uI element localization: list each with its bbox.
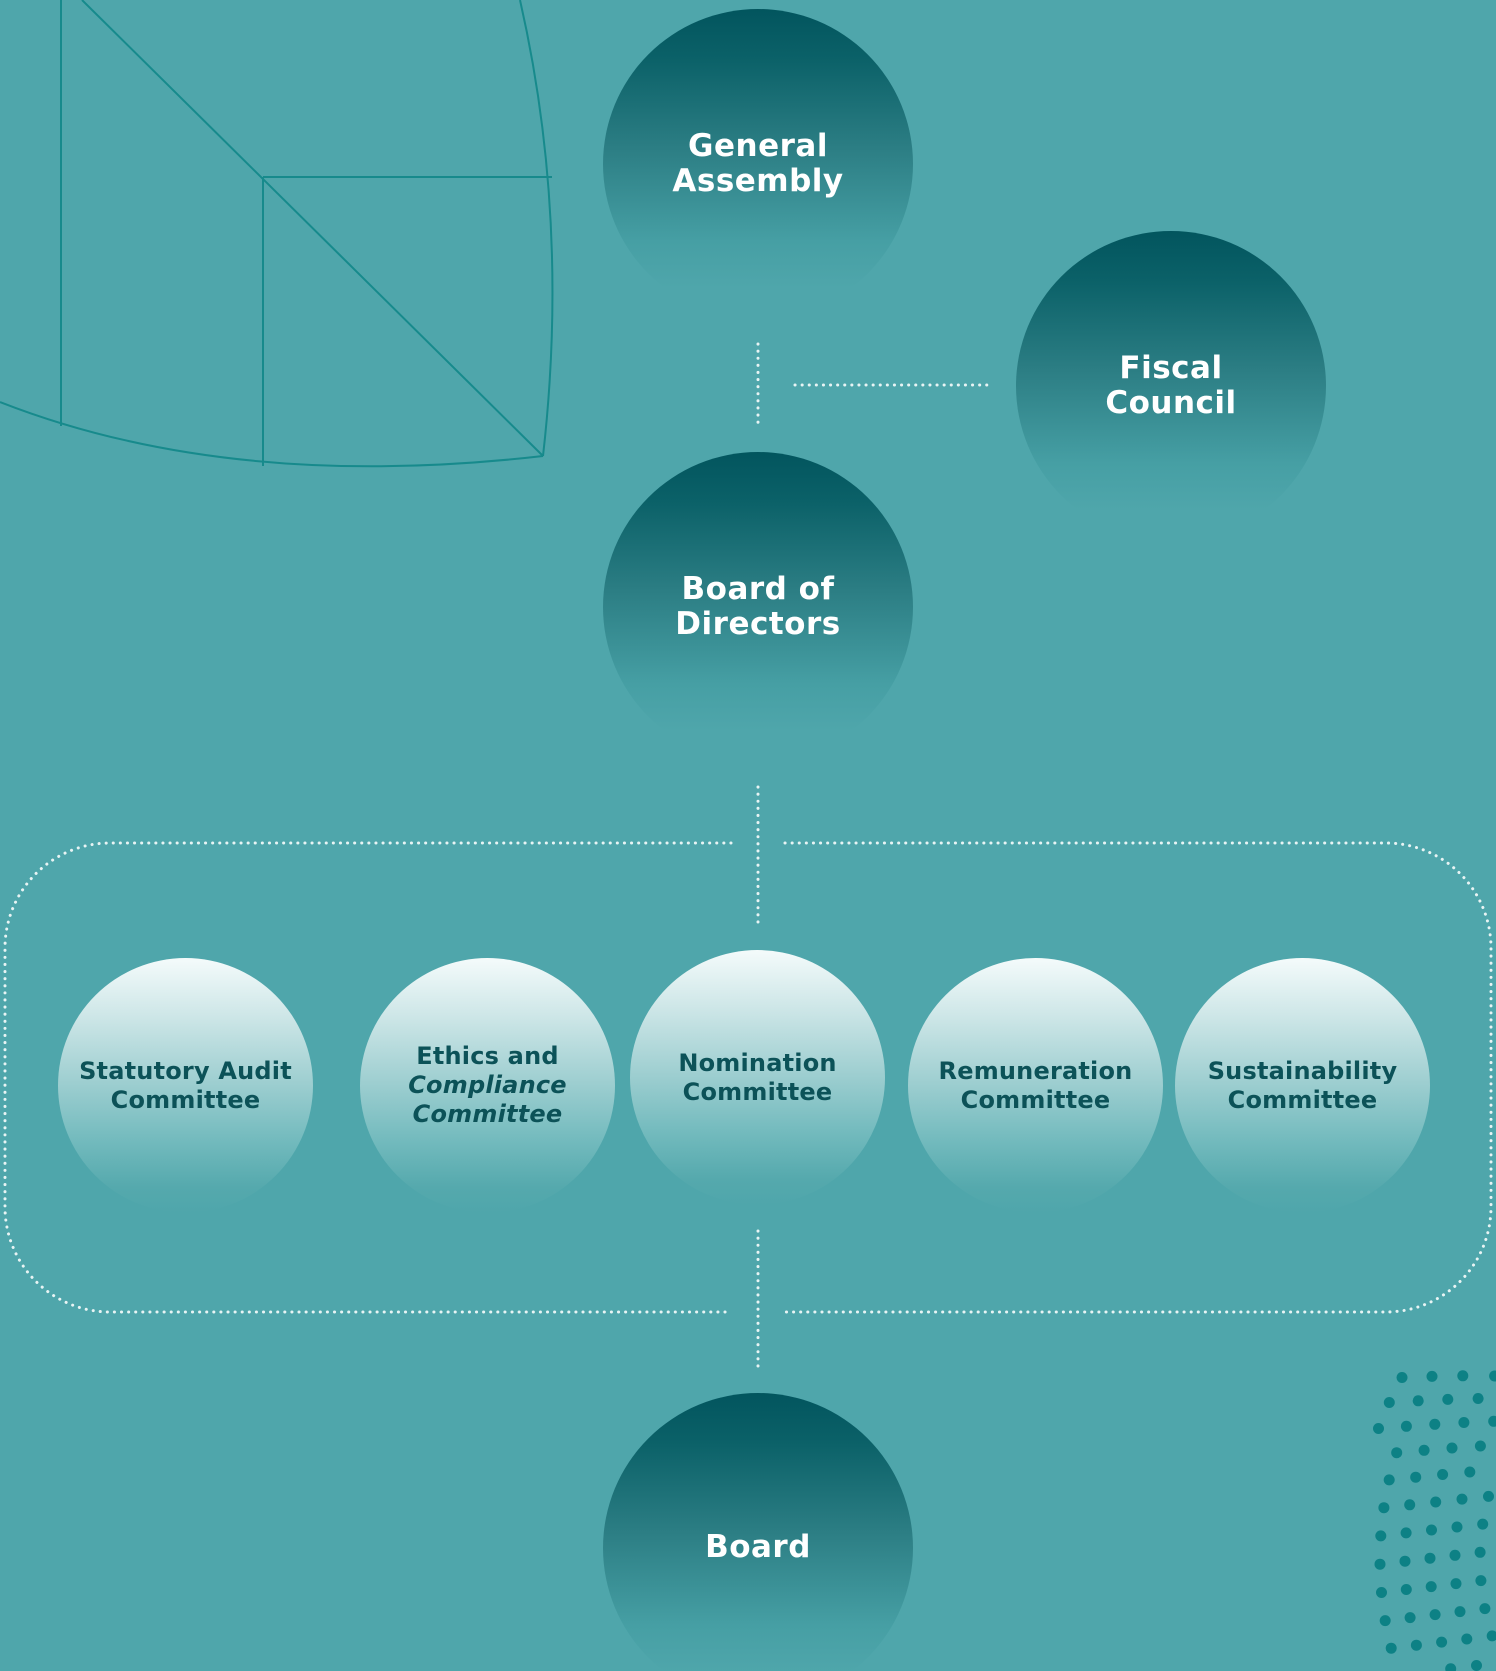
decorative-dot: [1442, 1393, 1454, 1405]
decorative-dot: [1488, 1415, 1496, 1427]
node-fiscal-council-label-line2: Council: [1105, 385, 1237, 421]
decorative-dot: [1400, 1527, 1412, 1539]
committee-ethics-line2: Compliance: [408, 1071, 567, 1099]
decorative-dot: [1418, 1444, 1430, 1456]
committee-ethics-and-compliance: Ethics and Compliance Committee: [360, 958, 615, 1213]
decorative-line-art: [0, 0, 554, 468]
decorative-dot: [1464, 1466, 1476, 1478]
decorative-dot: [1472, 1393, 1484, 1404]
node-general-assembly-label-line2: Assembly: [672, 163, 844, 199]
decorative-dot: [1400, 1420, 1412, 1432]
decorative-dot: [1378, 1502, 1390, 1514]
decorative-dot: [1451, 1521, 1463, 1533]
decorative-dot: [1489, 1370, 1496, 1382]
decorative-dot: [1383, 1474, 1395, 1486]
committee-group-border-left: [3, 841, 733, 1314]
connector-lines: [3, 342, 1493, 1370]
node-board-of-directors: Board of Directors: [603, 452, 913, 762]
decorative-dot: [1404, 1612, 1416, 1624]
committee-remuneration-line1: Remuneration: [938, 1056, 1133, 1085]
decorative-dot: [1475, 1575, 1487, 1587]
node-fiscal-council-label-line1: Fiscal: [1119, 350, 1223, 386]
decorative-dot: [1450, 1578, 1462, 1590]
decorative-dot: [1383, 1397, 1395, 1408]
node-general-assembly: General Assembly: [603, 9, 913, 319]
committee-nomination: Nomination Committee: [630, 950, 885, 1205]
node-board-label: Board: [705, 1528, 811, 1565]
decorative-dot: [1474, 1546, 1486, 1558]
decorative-dot: [1424, 1552, 1436, 1564]
decorative-dot: [1461, 1633, 1473, 1645]
committee-statutory-audit: Statutory Audit Committee: [58, 958, 313, 1213]
decorative-dot: [1391, 1447, 1403, 1459]
decorative-dot: [1374, 1558, 1386, 1570]
decorative-dot: [1375, 1530, 1387, 1542]
decorative-dot: [1396, 1372, 1408, 1383]
decorative-dot-pattern: [1373, 1370, 1496, 1671]
decorative-dot: [1479, 1603, 1491, 1615]
decorative-dot: [1446, 1442, 1458, 1454]
decorative-dot: [1458, 1417, 1470, 1428]
decorative-dot: [1410, 1471, 1422, 1483]
decorative-dot: [1457, 1370, 1469, 1382]
decorative-dot: [1456, 1493, 1468, 1505]
node-fiscal-council: Fiscal Council: [1016, 231, 1326, 541]
decorative-dot: [1426, 1370, 1438, 1382]
decorative-dot: [1410, 1639, 1422, 1651]
decorative-dot: [1486, 1630, 1496, 1642]
decorative-dot: [1399, 1555, 1411, 1567]
committee-remuneration: Remuneration Committee: [908, 958, 1163, 1213]
decorative-dot: [1474, 1440, 1486, 1452]
node-board: Board: [603, 1393, 913, 1671]
decorative-dot: [1385, 1642, 1397, 1654]
decorative-dot: [1430, 1496, 1442, 1508]
committee-nomination-line2: Committee: [682, 1077, 833, 1106]
decorative-dot: [1437, 1469, 1449, 1480]
decorative-dot: [1454, 1606, 1466, 1618]
decorative-dot: [1412, 1395, 1424, 1407]
committee-ethics-line3: Committee: [412, 1100, 563, 1128]
node-board-of-directors-label-line1: Board of: [681, 571, 835, 607]
decorative-dot: [1429, 1418, 1441, 1430]
decorative-dot: [1436, 1636, 1448, 1648]
committee-statutory-audit-line2: Committee: [110, 1085, 261, 1114]
decorative-dot: [1471, 1660, 1482, 1671]
committee-group-border-right: [783, 841, 1493, 1314]
decorative-dot: [1376, 1587, 1387, 1598]
decorative-dot: [1483, 1490, 1494, 1502]
decorative-dot: [1379, 1615, 1391, 1627]
node-general-assembly-label-line1: General: [688, 128, 828, 164]
decorative-dot: [1400, 1584, 1412, 1595]
committee-sustainability-line2: Committee: [1227, 1085, 1378, 1114]
committee-sustainability: Sustainability Committee: [1175, 958, 1430, 1213]
decorative-dot: [1425, 1581, 1437, 1593]
node-board-of-directors-label-line2: Directors: [675, 606, 841, 642]
committee-ethics-line1: Ethics and: [416, 1042, 559, 1070]
decorative-dot: [1477, 1518, 1489, 1530]
committee-remuneration-line2: Committee: [960, 1085, 1111, 1114]
decorative-dot: [1429, 1609, 1441, 1621]
committee-sustainability-line1: Sustainability: [1207, 1056, 1398, 1085]
committee-nomination-line1: Nomination: [678, 1048, 837, 1077]
decorative-dot: [1445, 1663, 1457, 1671]
decorative-dot: [1373, 1423, 1384, 1434]
decorative-dot: [1404, 1499, 1416, 1511]
decorative-dot: [1449, 1549, 1461, 1561]
committee-statutory-audit-line1: Statutory Audit: [79, 1056, 292, 1085]
decorative-dot: [1426, 1524, 1437, 1536]
